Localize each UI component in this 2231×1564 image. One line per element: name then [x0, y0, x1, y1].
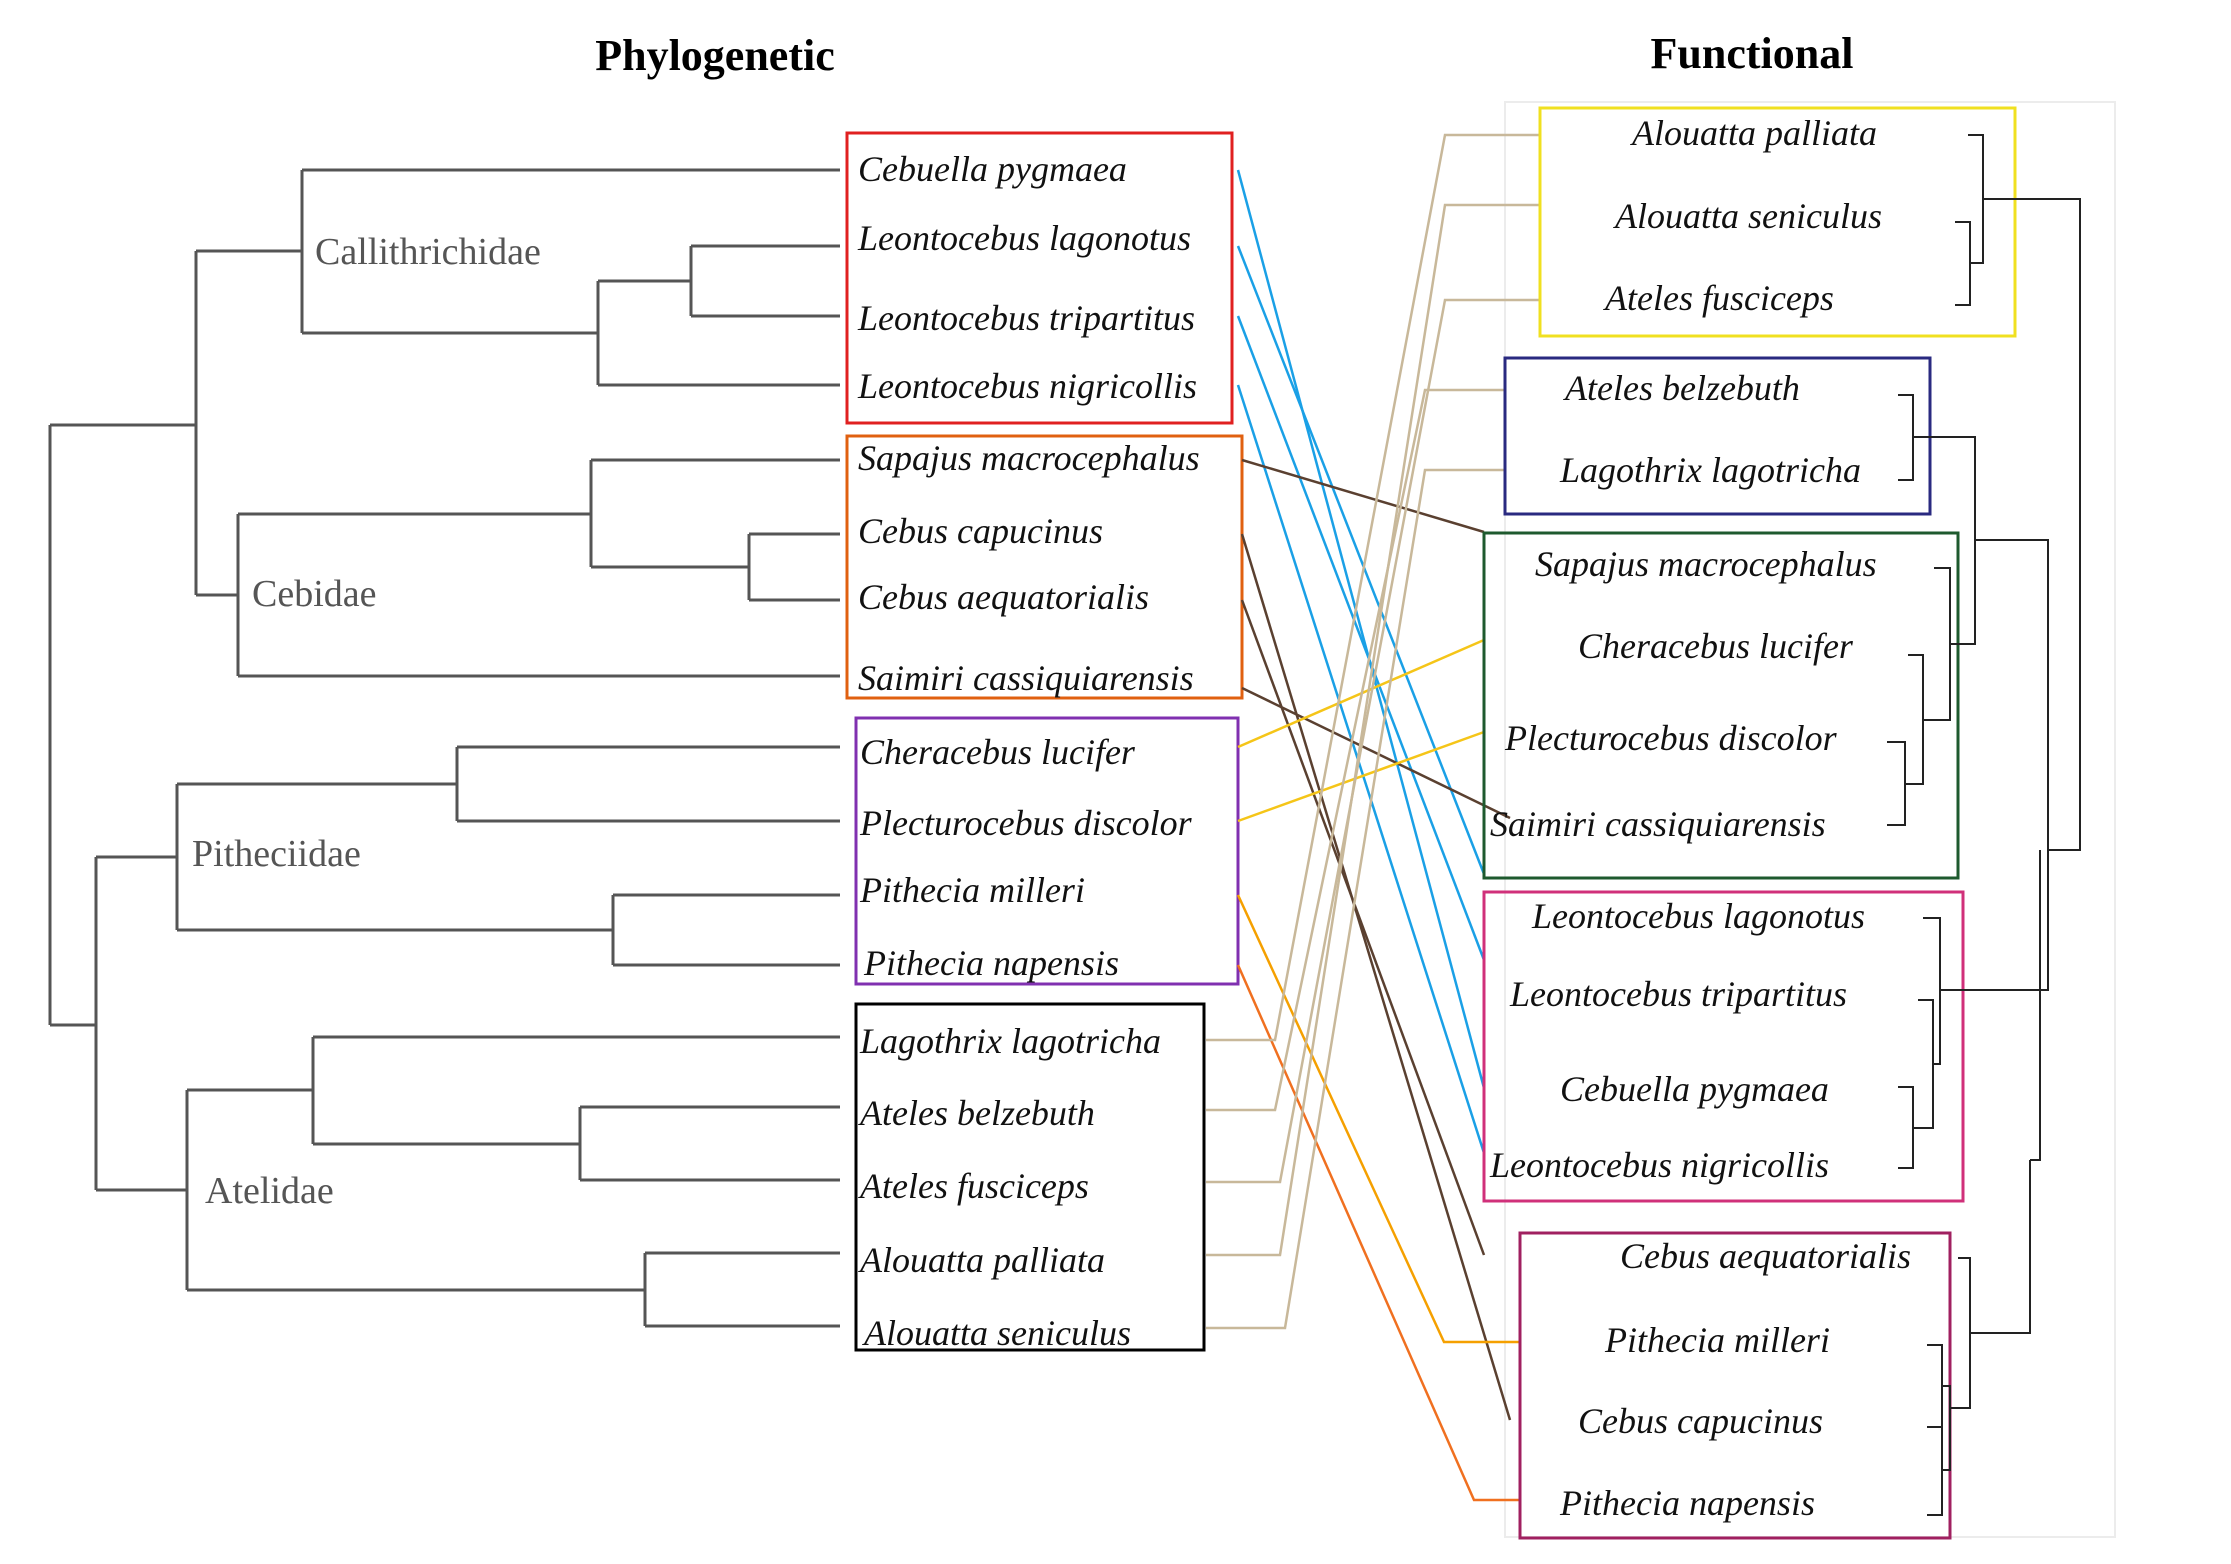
connecting-lines [1206, 133, 1540, 1502]
right-species-label: Cebus aequatorialis [1620, 1236, 1911, 1276]
left-species-label: Cebuella pygmaea [858, 149, 1127, 189]
left-species-label: Lagothrix lagotricha [859, 1021, 1161, 1061]
left-species-label: Cebus aequatorialis [858, 577, 1149, 617]
left-species-label: Leontocebus tripartitus [857, 298, 1195, 338]
functional-group-1-box [1538, 106, 2017, 338]
phylogenetic-tree [48, 168, 840, 1328]
family-label-cebidae: Cebidae [252, 573, 377, 615]
right-species-label: Leontocebus lagonotus [1531, 896, 1865, 936]
left-species-label: Leontocebus nigricollis [857, 366, 1197, 406]
right-species-label: Alouatta palliata [1630, 113, 1877, 153]
left-species-label: Pithecia napensis [863, 943, 1119, 983]
left-species-label: Ateles belzebuth [858, 1093, 1095, 1133]
right-species-label: Cebuella pygmaea [1560, 1069, 1829, 1109]
right-species-label: Alouatta seniculus [1613, 196, 1882, 236]
left-species-label: Cheracebus lucifer [860, 732, 1136, 772]
right-species-label: Lagothrix lagotricha [1559, 450, 1861, 490]
left-species-label: Sapajus macrocephalus [858, 438, 1200, 478]
right-species-label: Ateles fusciceps [1603, 278, 1834, 318]
functional-title: Functional [1651, 29, 1854, 78]
right-species-label: Sapajus macrocephalus [1535, 544, 1877, 584]
right-species-label: Pithecia napensis [1559, 1483, 1815, 1523]
family-label-callithrichidae: Callithrichidae [315, 231, 541, 273]
right-species-label: Saimiri cassiquiarensis [1490, 804, 1826, 844]
left-species-label: Alouatta seniculus [862, 1313, 1131, 1353]
family-label-atelidae: Atelidae [205, 1170, 334, 1212]
left-species-label: Leontocebus lagonotus [857, 218, 1191, 258]
right-species-label: Leontocebus nigricollis [1489, 1145, 1829, 1185]
left-species-label: Alouatta palliata [858, 1240, 1105, 1280]
right-species-label: Pithecia milleri [1604, 1320, 1830, 1360]
right-species-label: Cebus capucinus [1578, 1401, 1823, 1441]
functional-tree [1887, 134, 2081, 1516]
right-species-label: Ateles belzebuth [1563, 368, 1800, 408]
left-species-labels: Cebuella pygmaea Leontocebus lagonotus L… [857, 149, 1200, 1353]
cebidae-box [845, 434, 1244, 700]
callithrichidae-box [845, 131, 1234, 425]
atelidae-box [854, 1002, 1206, 1352]
right-species-labels: Alouatta palliata Alouatta seniculus Ate… [1489, 113, 1911, 1523]
pitheciidae-box [854, 716, 1240, 986]
right-species-label: Cheracebus lucifer [1578, 626, 1854, 666]
family-label-pitheciidae: Pitheciidae [192, 833, 361, 875]
right-species-label: Leontocebus tripartitus [1509, 974, 1847, 1014]
left-species-label: Ateles fusciceps [858, 1166, 1089, 1206]
functional-group-4-box [1482, 890, 1965, 1203]
functional-group-3-box [1482, 531, 1960, 880]
left-species-label: Saimiri cassiquiarensis [858, 658, 1194, 698]
left-species-label: Plecturocebus discolor [859, 803, 1193, 843]
left-species-label: Cebus capucinus [858, 511, 1103, 551]
left-species-label: Pithecia milleri [859, 870, 1085, 910]
phylogenetic-title: Phylogenetic [595, 31, 835, 80]
right-species-label: Plecturocebus discolor [1504, 718, 1838, 758]
